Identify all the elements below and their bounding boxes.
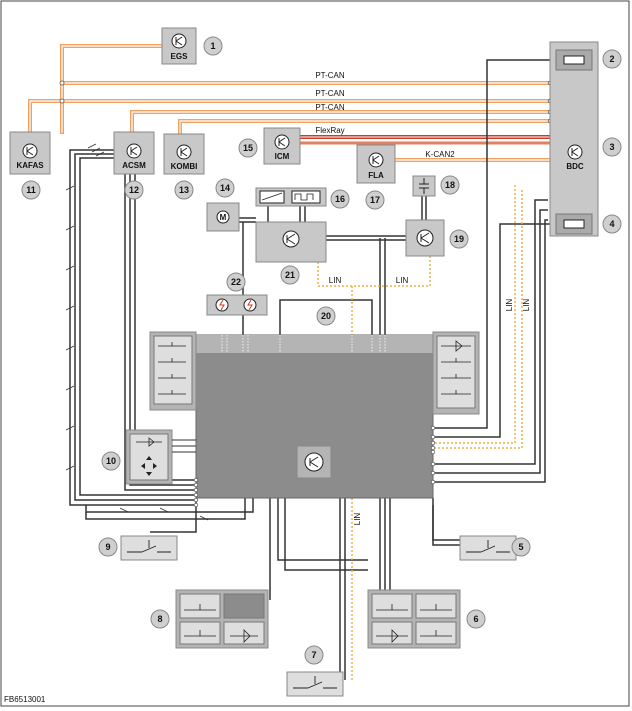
bdc-label: BDC [566,162,584,171]
svg-text:20: 20 [321,311,331,321]
bus-label-lin-v1: LIN [505,299,514,312]
badge-2: 2 [602,49,622,69]
badge-4: 4 [602,214,622,234]
badge-17: 17 [365,190,385,210]
pt-can-lines [28,44,558,136]
badge-11: 11 [21,180,41,200]
badge-18: 18 [440,175,460,195]
button-7 [286,671,344,697]
button-5 [459,535,517,561]
badge-1: 1 [203,36,223,56]
kafas-module: KAFAS [9,131,51,175]
fla-label: FLA [368,171,384,180]
svg-text:17: 17 [370,195,380,205]
harness-wires [69,59,556,681]
bus-label-pt-can-3: PT-CAN [315,103,345,112]
svg-text:14: 14 [220,183,230,193]
svg-text:8: 8 [157,614,162,624]
bus-label-flexray: FlexRay [315,126,344,135]
bus-label-k-can2: K-CAN2 [425,150,455,159]
svg-text:3: 3 [609,142,614,152]
svg-text:16: 16 [335,194,345,204]
bus-label-lin-left: LIN [329,276,342,285]
badge-3: 3 [602,137,622,157]
badge-9: 9 [98,537,118,557]
egs-label: EGS [171,52,189,61]
svg-text:22: 22 [231,277,241,287]
badge-16: 16 [330,189,350,209]
bdc-module: BDC [549,41,599,237]
main-module-side-pins [193,425,436,508]
badge-19: 19 [449,229,469,249]
svg-text:5: 5 [518,542,523,552]
kafas-label: KAFAS [16,161,44,170]
badge-8: 8 [150,609,170,629]
svg-text:9: 9 [105,542,110,552]
badge-10: 10 [101,451,121,471]
wire-ticks [65,143,209,521]
svg-text:4: 4 [609,219,614,229]
component-18 [412,175,436,197]
badge-14: 14 [215,178,235,198]
acsm-label: ACSM [122,161,146,170]
badge-21: 21 [280,265,300,285]
sensors-16 [255,187,327,207]
kombi-label: KOMBI [171,162,198,171]
svg-text:12: 12 [129,185,139,195]
bus-label-lin-mid: LIN [396,276,409,285]
badge-6: 6 [466,609,486,629]
svg-text:7: 7 [311,650,316,660]
component-19 [405,219,445,257]
bus-label-pt-can-1: PT-CAN [315,71,345,80]
svg-text:13: 13 [179,185,189,195]
switch-panel-10 [125,429,196,485]
button-9 [120,535,178,561]
badge-7: 7 [304,645,324,665]
kombi-module: KOMBI [163,133,205,175]
fla-module: FLA [356,144,396,184]
bus-label-pt-can-2: PT-CAN [315,89,345,98]
svg-text:11: 11 [26,185,36,195]
svg-text:19: 19 [454,234,464,244]
svg-text:1: 1 [210,41,215,51]
motor-14: M [206,202,240,232]
badge-5: 5 [511,537,531,557]
main-module [149,331,480,499]
badge-12: 12 [124,180,144,200]
svg-text:2: 2 [609,54,614,64]
svg-text:21: 21 [285,270,295,280]
bus-label-lin-v2: LIN [522,299,531,312]
badge-20: 20 [316,306,336,326]
icm-module: ICM [263,127,301,165]
icm-label: ICM [275,152,290,161]
control-unit-21 [255,221,327,263]
figure-code: FB6513001 [4,695,46,704]
egs-module: EGS [161,27,197,65]
fuses-22 [206,294,268,316]
svg-text:15: 15 [243,143,253,153]
svg-text:18: 18 [445,180,455,190]
svg-text:10: 10 [106,456,116,466]
badge-22: 22 [226,272,246,292]
panel-6 [367,589,461,649]
main-module-pins [221,335,386,353]
acsm-module: ACSM [113,131,155,175]
flexray-lines [300,135,556,145]
badge-15: 15 [238,138,258,158]
svg-text:M: M [220,213,227,222]
panel-8 [175,589,269,649]
bus-label-lin-bottom: LIN [353,513,362,526]
badge-13: 13 [174,180,194,200]
svg-text:6: 6 [473,614,478,624]
